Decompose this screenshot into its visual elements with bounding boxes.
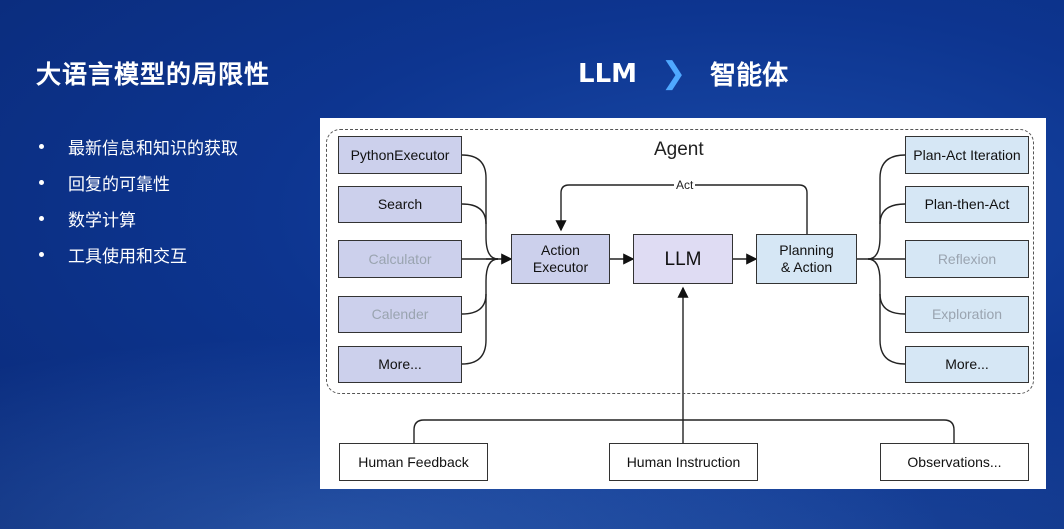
header-llm: LLM — [578, 58, 638, 89]
action-executor-line2: Executor — [532, 259, 589, 275]
bullet-item: 数学计算 — [36, 200, 238, 236]
strategy-plan-act-iteration: Plan-Act Iteration — [905, 136, 1029, 174]
bullet-text: 数学计算 — [68, 210, 136, 231]
strategy-more: More... — [905, 346, 1029, 383]
bullet-dot-icon — [39, 143, 44, 149]
tool-more: More... — [338, 346, 462, 383]
planning-line2: & Action — [780, 259, 833, 275]
agent-boundary — [326, 129, 1034, 394]
strategy-exploration: Exploration — [905, 296, 1029, 333]
strategy-reflexion: Reflexion — [905, 240, 1029, 278]
input-observations: Observations... — [880, 443, 1029, 481]
header-agent: 智能体 — [710, 61, 789, 91]
bullet-text: 回复的可靠性 — [68, 174, 170, 195]
bullet-text: 工具使用和交互 — [68, 246, 187, 267]
agent-diagram: Agent Act PythonExecutor Search Calculat… — [320, 118, 1046, 489]
diagram-connectors — [413, 154, 955, 443]
planning-line1: Planning — [779, 242, 834, 258]
chevron-right-icon: ❯ — [661, 56, 687, 91]
bullet-item: 回复的可靠性 — [36, 164, 238, 200]
agent-label: Agent — [654, 139, 704, 160]
strategy-plan-then-act: Plan-then-Act — [905, 186, 1029, 223]
bullet-dot-icon — [39, 215, 44, 221]
bullet-item: 工具使用和交互 — [36, 236, 238, 272]
llm-box: LLM — [633, 234, 733, 284]
bullet-dot-icon — [39, 251, 44, 257]
input-human-feedback: Human Feedback — [339, 443, 488, 481]
planning-action-box: Planning & Action — [756, 234, 857, 284]
bullet-list: 最新信息和知识的获取 回复的可靠性 数学计算 工具使用和交互 — [36, 128, 238, 272]
act-label: Act — [674, 178, 696, 192]
tool-calender: Calender — [338, 296, 462, 333]
tool-search: Search — [338, 186, 462, 223]
tool-calculator: Calculator — [338, 240, 462, 278]
tool-python-executor: PythonExecutor — [338, 136, 462, 174]
action-executor-line1: Action — [541, 242, 580, 258]
bullet-item: 最新信息和知识的获取 — [36, 128, 238, 164]
bullet-text: 最新信息和知识的获取 — [68, 138, 238, 159]
bullet-dot-icon — [39, 179, 44, 185]
input-human-instruction: Human Instruction — [609, 443, 758, 481]
slide-header: LLM ❯ 智能体 — [578, 55, 788, 92]
slide-title: 大语言模型的局限性 — [36, 60, 271, 89]
action-executor-box: Action Executor — [511, 234, 610, 284]
